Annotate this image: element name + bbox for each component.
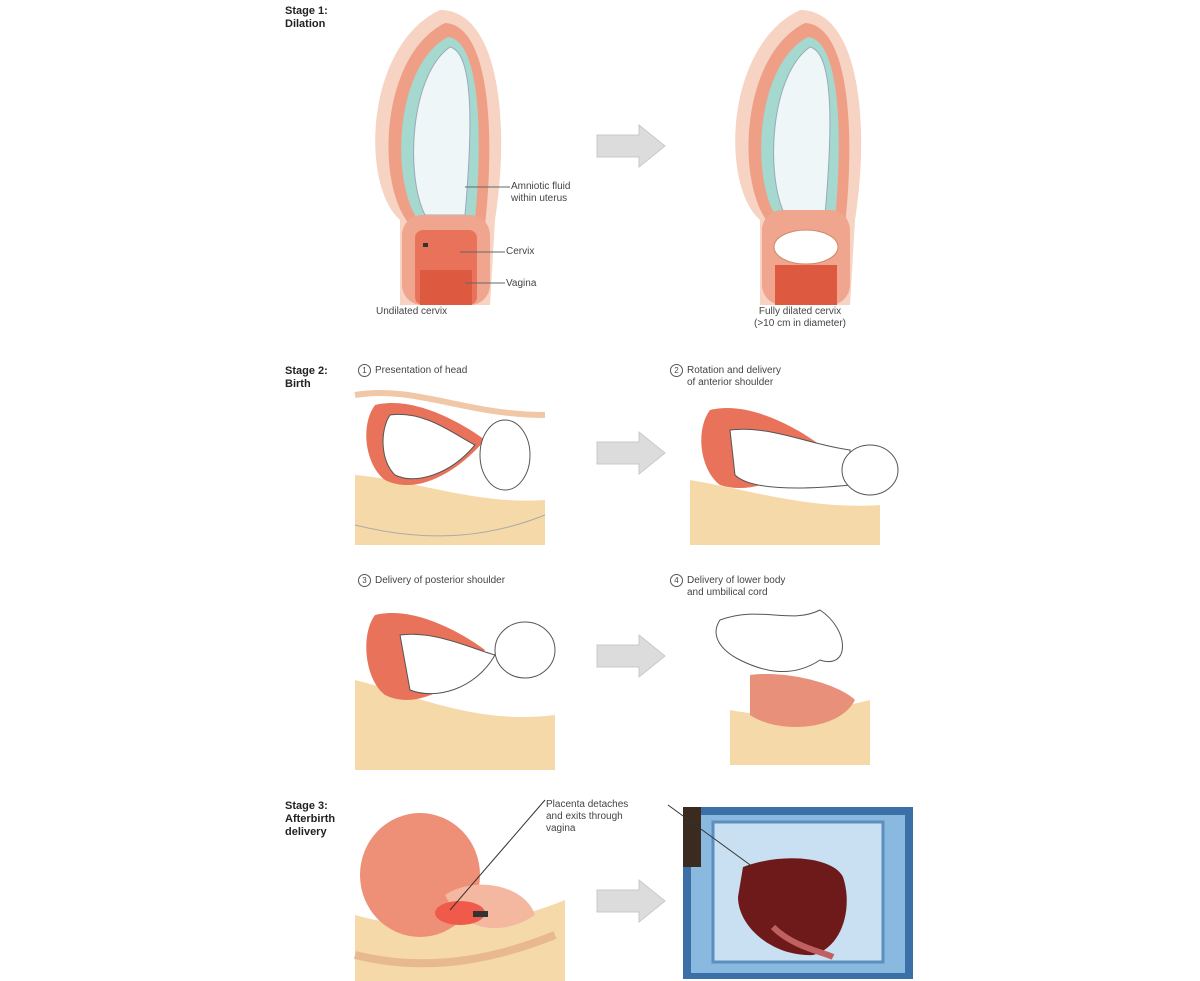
step-number-badge: 2: [670, 364, 683, 377]
step-text: Rotation and delivery: [687, 365, 781, 376]
arrow-right-icon: [596, 878, 666, 924]
step-text: Presentation of head: [375, 365, 468, 376]
birth-step1-illustration: [354, 389, 546, 545]
step-4-label: 4 Delivery of lower body and umbilical co…: [670, 574, 785, 599]
arrow-right-icon: [596, 123, 666, 169]
afterbirth-illustration: [354, 799, 565, 981]
step-text: Delivery of lower body: [687, 575, 786, 586]
step-number-badge: 4: [670, 574, 683, 587]
label-dilated-line2: (>10 cm in diameter): [754, 318, 846, 329]
label-dilated-line1: Fully dilated cervix: [758, 306, 842, 317]
arrow-right-icon: [596, 633, 666, 679]
stage3-subtitle: delivery: [285, 826, 327, 838]
arrow-right-icon: [596, 430, 666, 476]
stage1-subtitle: Dilation: [285, 18, 326, 30]
stage1-title: Stage 1:: [285, 5, 328, 17]
uterus-undilated-illustration: [375, 10, 502, 305]
stage3-heading: Stage 3: Afterbirth delivery: [285, 800, 335, 839]
label-dilated-cervix: Fully dilated cervix (>10 cm in diameter…: [735, 306, 865, 330]
placenta-photo: [667, 804, 913, 979]
caption-line: Placenta detaches: [546, 799, 629, 810]
stage2-heading: Stage 2: Birth: [285, 365, 328, 391]
label-cervix: Cervix: [506, 246, 535, 257]
caption-line: and exits through: [546, 811, 623, 822]
stage3-subtitle: Afterbirth: [285, 813, 336, 825]
stage2-title: Stage 2:: [285, 365, 328, 377]
step-text: of anterior shoulder: [687, 377, 774, 388]
label-vagina: Vagina: [506, 278, 537, 289]
birth-step2-illustration: [690, 408, 899, 545]
stage2-subtitle: Birth: [285, 378, 311, 390]
step-text: Delivery of posterior shoulder: [375, 575, 506, 586]
label-undilated-cervix: Undilated cervix: [376, 306, 448, 317]
placenta-caption: Placenta detaches and exits through vagi…: [546, 799, 628, 835]
step-number-badge: 3: [358, 574, 371, 587]
step-3-label: 3 Delivery of posterior shoulder: [358, 574, 505, 587]
caption-line: vagina: [546, 823, 576, 834]
step-number-badge: 1: [358, 364, 371, 377]
step-1-label: 1 Presentation of head: [358, 364, 467, 377]
label-pointer-lines: [460, 186, 510, 284]
label-amniotic-fluid: Amniotic fluid within uterus: [511, 181, 571, 204]
stage3-title: Stage 3:: [285, 800, 328, 812]
birth-step4-illustration: [715, 609, 870, 765]
step-text: and umbilical cord: [687, 587, 768, 598]
step-2-label: 2 Rotation and delivery of anterior shoul…: [670, 364, 781, 389]
stage1-heading: Stage 1: Dilation: [285, 5, 328, 31]
birth-step3-illustration: [355, 613, 556, 770]
uterus-dilated-illustration: [735, 10, 862, 305]
